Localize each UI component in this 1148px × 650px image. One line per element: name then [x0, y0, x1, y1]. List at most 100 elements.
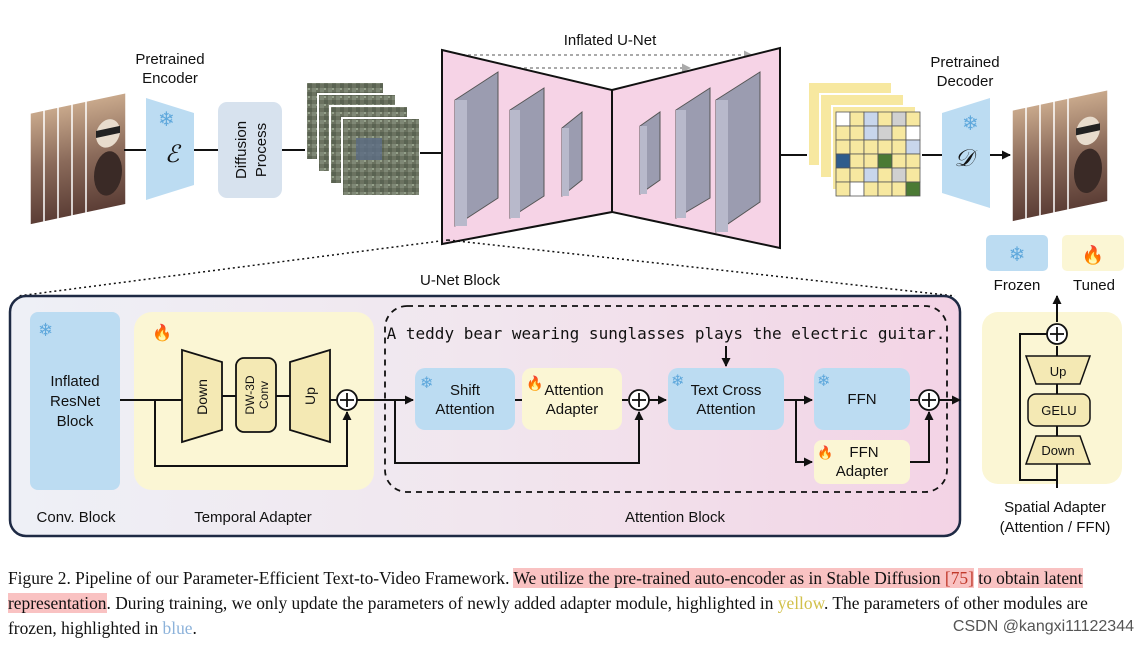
flame-icon: 🔥: [1082, 244, 1104, 265]
resnet-label-2: ResNet: [50, 393, 101, 410]
caption-mid: . During training, we only update the pa…: [106, 593, 778, 613]
snowflake-icon: ❄: [38, 320, 53, 340]
latent-grid-cell: [891, 167, 907, 183]
latent-grid-cell: [905, 181, 921, 197]
text-cross-label-1: Text Cross: [691, 382, 762, 399]
temporal-up-label: Up: [302, 387, 318, 405]
latent-grid-cell: [891, 181, 907, 197]
latent-grid-cell: [835, 125, 851, 141]
latent-grid-cell: [863, 111, 879, 127]
caption-highlight-1: We utilize the pre-trained auto-encoder …: [513, 568, 974, 588]
snowflake-icon: ❄: [158, 109, 175, 131]
flame-icon: 🔥: [526, 375, 543, 392]
latent-grid-cell: [905, 125, 921, 141]
diffusion-label-2: Process: [253, 123, 270, 177]
latent-grid-cell: [863, 139, 879, 155]
shift-attention-label-1: Shift: [450, 382, 481, 399]
text-cross-label-2: Attention: [696, 401, 755, 418]
latent-grid-cell: [891, 153, 907, 169]
latent-grid-cell: [849, 181, 865, 197]
encoder-trapezoid: [146, 98, 194, 200]
temporal-add-node: [336, 389, 358, 411]
attention-add-node: [628, 389, 650, 411]
temporal-up-trapezoid: [289, 348, 331, 444]
encoder-label-2: Encoder: [142, 70, 198, 87]
inflated-resnet-block: [30, 312, 120, 490]
attention-adapter-label-2: Adapter: [546, 401, 599, 418]
attention-block-boundary: [384, 305, 948, 493]
dw-label-1: DW-3D: [243, 375, 257, 414]
unet-block-title: U-Net Block: [420, 272, 501, 289]
snowflake-icon: ❄: [420, 375, 433, 392]
latent-grid-cell: [849, 139, 865, 155]
snowflake-icon: ❄: [962, 113, 979, 135]
snowflake-icon: ❄: [671, 373, 684, 390]
caption-reference: [75]: [944, 568, 974, 588]
temporal-down-label: Down: [194, 379, 210, 415]
watermark: CSDN @kangxi11122344: [952, 618, 1134, 635]
decoder-label-1: Pretrained: [930, 54, 999, 71]
text-prompt: A teddy bear wearing sunglasses plays th…: [387, 324, 946, 343]
resnet-label-3: Block: [57, 413, 94, 430]
spatial-up-label: Up: [1050, 364, 1067, 379]
ffn-adapter-label-2: Adapter: [836, 463, 889, 480]
temporal-adapter-label: Temporal Adapter: [194, 509, 312, 526]
spatial-down-trapezoid: [1024, 435, 1092, 465]
latent-grid-cell: [835, 181, 851, 197]
encoder-symbol: ℰ: [165, 140, 182, 168]
decoder-label-2: Decoder: [937, 73, 994, 90]
latent-grid-cell: [905, 167, 921, 183]
caption-end: .: [192, 618, 197, 638]
caption-blue-word: blue: [162, 618, 193, 638]
ffn-label: FFN: [847, 391, 876, 408]
caption-mid2: . The parameters of other modules are fr…: [8, 593, 1088, 638]
flame-icon: 🔥: [152, 323, 172, 342]
encoder-label-1: Pretrained: [135, 51, 204, 68]
caption-prefix: Figure 2. Pipeline of our Parameter-Effi…: [8, 568, 514, 588]
attention-adapter-label-1: Attention: [544, 382, 603, 399]
latent-grid-cell: [835, 153, 851, 169]
diffusion-label-1: Diffusion: [233, 121, 250, 179]
denoised-latent-stack: [807, 81, 921, 197]
latent-grid-cell: [891, 139, 907, 155]
shift-attention-label-2: Attention: [435, 401, 494, 418]
latent-grid-cell: [891, 125, 907, 141]
legend-frozen-swatch: [986, 235, 1048, 271]
latent-grid-cell: [835, 167, 851, 183]
decoder-trapezoid: [942, 98, 990, 208]
gelu-box: [1027, 393, 1091, 427]
latent-grid-cell: [905, 111, 921, 127]
flame-icon: 🔥: [817, 445, 833, 460]
latent-grid-cell: [877, 153, 893, 169]
output-video-frames: [1011, 88, 1109, 223]
spatial-adapter-label-2: (Attention / FFN): [1000, 519, 1111, 536]
latent-grid-cell: [863, 153, 879, 169]
latent-grid-cell: [877, 111, 893, 127]
unet-layers: [454, 71, 761, 233]
ffn-box: [814, 368, 910, 430]
latent-grid-cell: [863, 181, 879, 197]
gelu-label: GELU: [1041, 403, 1076, 418]
latent-grid-cell: [905, 139, 921, 155]
dw-label-2: Conv: [257, 381, 271, 409]
latent-grid-cell: [849, 111, 865, 127]
text-cross-attention-box: [668, 368, 784, 430]
caption-highlight-text: We utilize the pre-trained auto-encoder …: [513, 568, 945, 588]
caption-yellow-word: yellow: [777, 593, 824, 613]
noisy-latent-stack: [305, 81, 421, 197]
pipeline-figure: Pretrained Encoder ❄ ℰ Diffusion Process…: [8, 32, 1124, 538]
ffn-add-node: [918, 389, 940, 411]
snowflake-icon: ❄: [817, 373, 830, 390]
latent-grid-cell: [877, 167, 893, 183]
latent-grid-cell: [835, 139, 851, 155]
ffn-adapter-label-1: FFN: [849, 444, 878, 461]
diffusion-process-box: [218, 102, 282, 198]
latent-grid-cell: [891, 111, 907, 127]
latent-grid-cell: [849, 167, 865, 183]
spatial-up-trapezoid: [1024, 355, 1092, 385]
ffn-adapter-box: [814, 440, 910, 484]
figure-caption: Figure 2. Pipeline of our Parameter-Effi…: [8, 566, 1140, 641]
latent-grid-cell: [877, 125, 893, 141]
latent-grid-cell: [863, 167, 879, 183]
latent-grid-cell: [877, 139, 893, 155]
